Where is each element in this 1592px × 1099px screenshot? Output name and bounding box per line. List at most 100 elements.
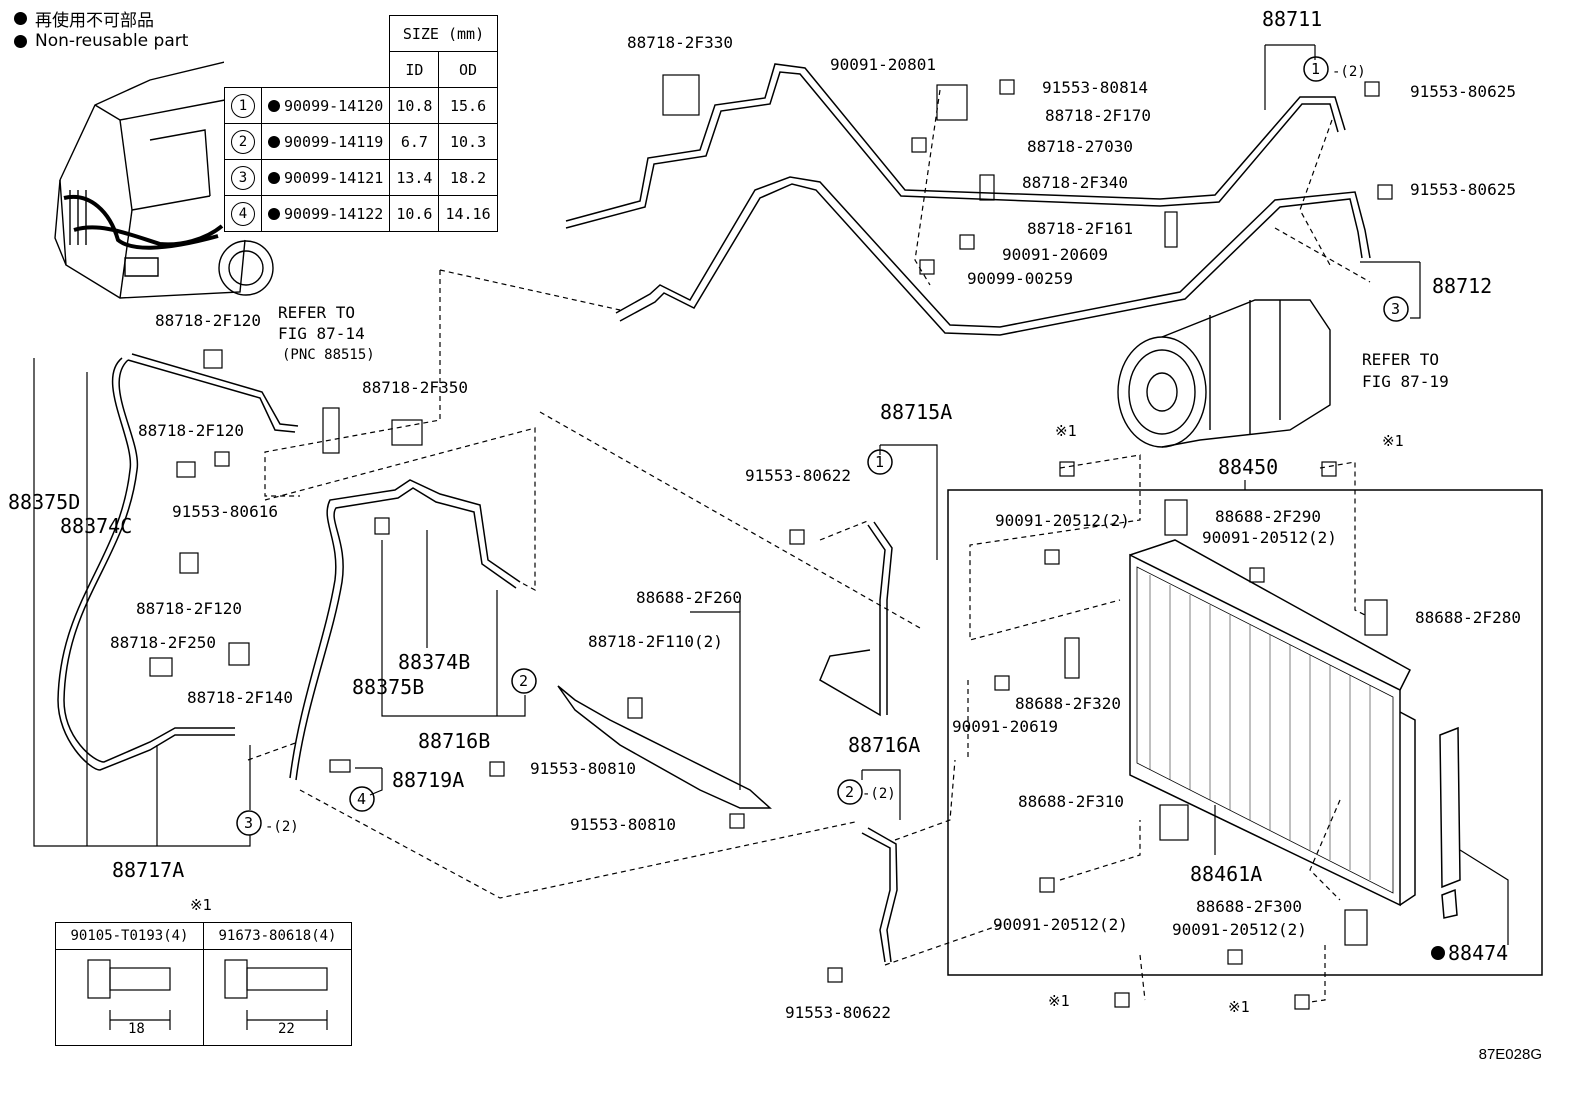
label-88718-2F350: 88718-2F350 xyxy=(362,378,468,397)
label-88716A: 88716A xyxy=(848,733,920,757)
label-91553-80622-b: 91553-80622 xyxy=(785,1003,891,1022)
label-91553-80810-b: 91553-80810 xyxy=(570,815,676,834)
fasteners[interactable] xyxy=(149,74,1393,1010)
row-number: 2 xyxy=(231,129,255,154)
label-88375D: 88375D xyxy=(8,490,80,514)
part-number[interactable]: 90099-14122 xyxy=(284,204,384,223)
dashed-guides xyxy=(247,89,1371,1003)
legend-jp: 再使用不可部品 xyxy=(14,6,154,31)
receiver-88474 xyxy=(1439,726,1461,919)
label-91553-80625-a: 91553-80625 xyxy=(1410,82,1516,101)
bolt-drawings xyxy=(87,959,328,1030)
label-90099-00259: 90099-00259 xyxy=(967,269,1073,288)
label-88718-2F330: 88718-2F330 xyxy=(627,33,733,52)
label-88711-qty: -(2) xyxy=(1332,64,1366,80)
id-value: 10.8 xyxy=(389,87,440,124)
label-88688-2F280: 88688-2F280 xyxy=(1415,608,1521,627)
label-91553-80616: 91553-80616 xyxy=(172,502,278,521)
middle-tubes xyxy=(289,479,521,781)
bolt-box-mark: ※1 xyxy=(190,896,213,914)
label-refer-87-19-a: REFER TO xyxy=(1362,350,1439,369)
legend-jp-text: 再使用不可部品 xyxy=(35,11,154,31)
od-value: 14.16 xyxy=(438,195,498,232)
non-reusable-dot-icon xyxy=(1431,946,1445,960)
part-number[interactable]: 90099-14119 xyxy=(284,132,384,151)
table-row: 1 90099-14120 10.8 15.6 xyxy=(224,87,498,124)
circled-numbers: 1 3 1 2 4 3 2 xyxy=(236,56,1409,836)
labels: 88718-2F330 90091-20801 91553-80814 8871… xyxy=(8,7,1521,1022)
figure-code: 87E028G xyxy=(1478,1046,1542,1063)
leader-lines xyxy=(33,44,1509,945)
label-88474: 88474 xyxy=(1448,941,1508,965)
circle-1-b: 1 xyxy=(875,453,884,471)
od-value: 10.3 xyxy=(438,123,498,160)
discharge-hose-88711 xyxy=(565,63,1346,229)
label-mark-a: ※1 xyxy=(1055,422,1077,440)
liquid-tubes-left xyxy=(57,353,299,771)
row-number: 4 xyxy=(231,201,255,226)
suction-hose-88712 xyxy=(615,176,1371,336)
circle-2-a: 2 xyxy=(519,672,528,690)
label-88718-2F120-b: 88718-2F120 xyxy=(138,421,244,440)
vehicle-sketch xyxy=(54,39,413,299)
label-88718-2F140: 88718-2F140 xyxy=(187,688,293,707)
circle-3-a: 3 xyxy=(1391,300,1400,318)
label-88719A: 88719A xyxy=(392,768,464,792)
label-88718-2F120-a: 88718-2F120 xyxy=(155,311,261,330)
bolt-left-part[interactable]: 90105-T0193(4) xyxy=(56,923,203,950)
bolt-right-length: 22 xyxy=(278,1021,295,1037)
condenser-fins xyxy=(1149,575,1371,880)
label-88374B: 88374B xyxy=(398,650,470,674)
id-value: 13.4 xyxy=(389,159,440,196)
bolt-right: 91673-80618(4) 22 xyxy=(204,923,351,1045)
table-row: 4 90099-14122 10.6 14.16 xyxy=(224,195,498,232)
label-91553-80810-a: 91553-80810 xyxy=(530,759,636,778)
table-row: 2 90099-14119 6.7 10.3 xyxy=(224,123,498,160)
legend-en-text: Non-reusable part xyxy=(35,31,189,51)
label-88718-27030: 88718-27030 xyxy=(1027,137,1133,156)
non-reusable-dot-icon xyxy=(268,136,280,148)
bolt-box: 90105-T0193(4) 18 91673-80618(4) 22 xyxy=(55,922,352,1046)
label-88688-2F310: 88688-2F310 xyxy=(1018,792,1124,811)
label-90091-20512-d: 90091-20512(2) xyxy=(1172,920,1307,939)
bolt-left: 90105-T0193(4) 18 xyxy=(56,923,204,1045)
label-88688-2F300: 88688-2F300 xyxy=(1196,897,1302,916)
label-88461A: 88461A xyxy=(1190,862,1262,886)
part-number[interactable]: 90099-14121 xyxy=(284,168,384,187)
od-value: 18.2 xyxy=(438,159,498,196)
label-88375B: 88375B xyxy=(352,675,424,699)
bracket-88688-2F260 xyxy=(557,685,772,809)
col-id: ID xyxy=(389,51,440,88)
od-value: 15.6 xyxy=(438,87,498,124)
non-reusable-dot-icon xyxy=(268,172,280,184)
label-90091-20512-a: 90091-20512(2) xyxy=(995,511,1130,530)
compressor xyxy=(1117,299,1331,448)
label-refer-87-14-a: REFER TO xyxy=(278,303,355,322)
non-reusable-dot-icon xyxy=(14,34,27,48)
label-90091-20801: 90091-20801 xyxy=(830,55,936,74)
label-91553-80622-a: 91553-80622 xyxy=(745,466,851,485)
o-ring-size-table: SIZE (mm) ID OD 1 90099-14120 10.8 15.6 … xyxy=(224,15,498,232)
non-reusable-dot-icon xyxy=(268,100,280,112)
tube-88715A xyxy=(819,521,893,717)
label-88374C: 88374C xyxy=(60,514,132,538)
label-88715A: 88715A xyxy=(880,400,952,424)
table-row: 3 90099-14121 13.4 18.2 xyxy=(224,159,498,196)
non-reusable-dot-icon xyxy=(14,12,27,25)
part-number[interactable]: 90099-14120 xyxy=(284,96,384,115)
label-88688-2F290: 88688-2F290 xyxy=(1215,507,1321,526)
label-91553-80814: 91553-80814 xyxy=(1042,78,1148,97)
label-88450: 88450 xyxy=(1218,455,1278,479)
label-88688-2F260: 88688-2F260 xyxy=(636,588,742,607)
label-88718-2F110: 88718-2F110(2) xyxy=(588,632,723,651)
label-mark-b: ※1 xyxy=(1382,432,1404,450)
label-3-qty: -(2) xyxy=(265,819,299,835)
label-refer-87-14-b: FIG 87-14 xyxy=(278,324,365,343)
label-88718-2F250: 88718-2F250 xyxy=(110,633,216,652)
bolt-right-part[interactable]: 91673-80618(4) xyxy=(204,923,351,950)
label-90091-20609: 90091-20609 xyxy=(1002,245,1108,264)
bolt-left-length: 18 xyxy=(128,1021,145,1037)
label-88711: 88711 xyxy=(1262,7,1322,31)
col-od: OD xyxy=(438,51,498,88)
